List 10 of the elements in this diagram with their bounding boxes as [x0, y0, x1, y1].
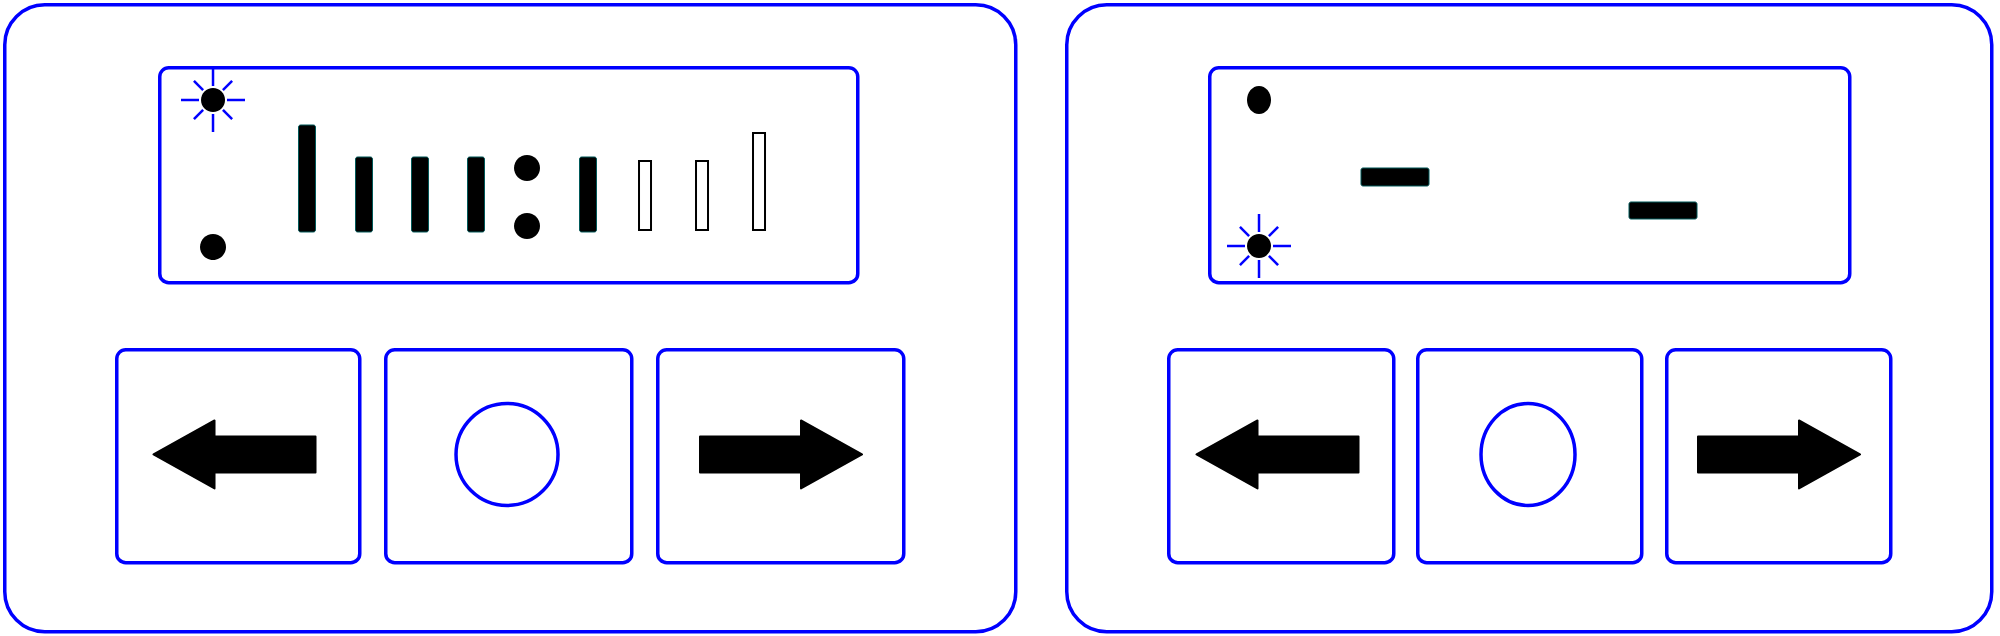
display-screen — [158, 66, 860, 285]
push-button — [384, 348, 634, 565]
push-button — [656, 348, 906, 565]
device-panel — [1065, 3, 1994, 634]
device-panel — [3, 3, 1018, 634]
display-screen — [1208, 66, 1852, 285]
push-button — [1665, 348, 1893, 565]
push-button — [1416, 348, 1644, 565]
push-button — [115, 348, 362, 565]
push-button — [1167, 348, 1396, 565]
